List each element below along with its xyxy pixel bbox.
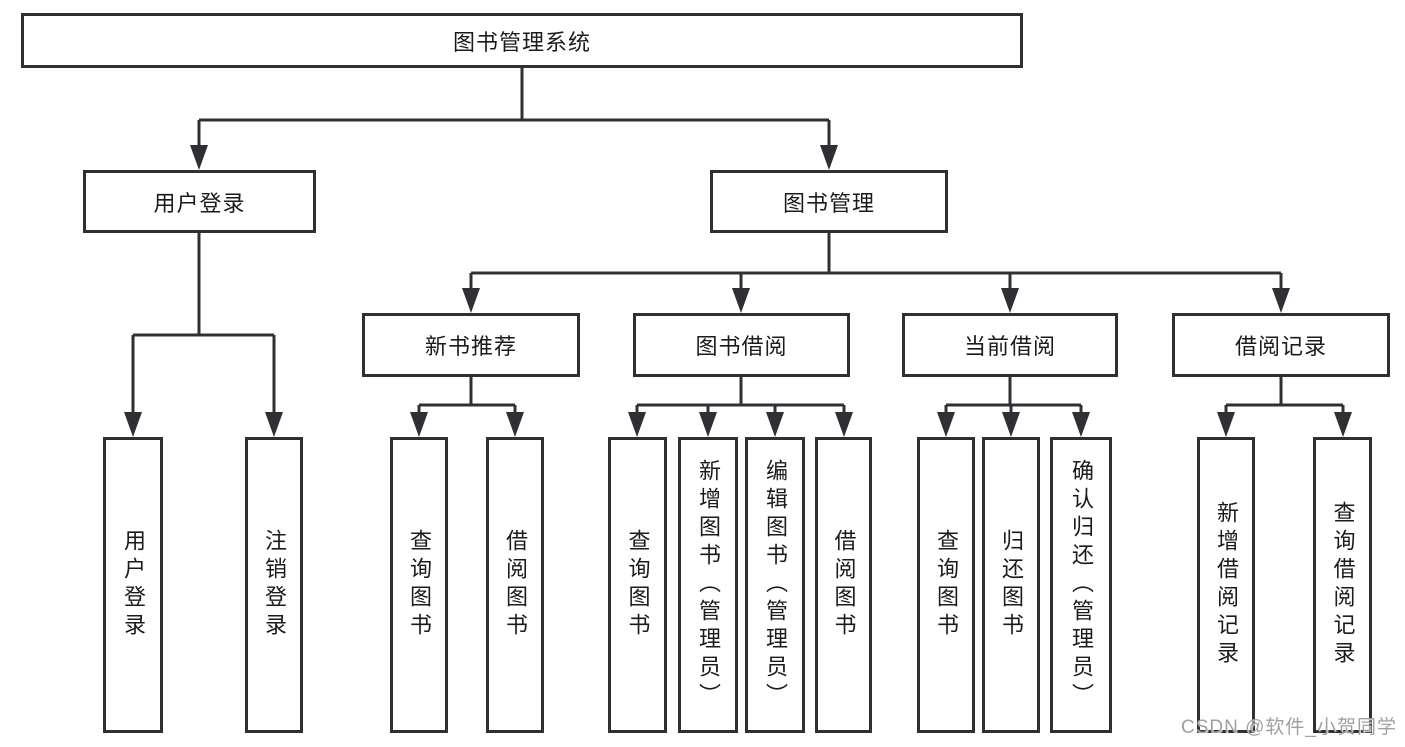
leaf-label: 新增借阅记录	[1214, 501, 1239, 669]
leaf-add-books-admin: 新增图书（管理员）	[678, 437, 738, 733]
csdn-watermark: CSDN @软件_小贺同学	[1181, 717, 1397, 738]
leaf-label: 用户登录	[121, 529, 146, 641]
leaf-label: 查询图书	[934, 529, 959, 641]
leaf-label: 查询图书	[407, 529, 432, 641]
leaf-label: 确认归还（管理员）	[1069, 459, 1094, 711]
node-book-borrow: 图书借阅	[633, 313, 850, 377]
leaf-label: 查询图书	[625, 529, 651, 641]
leaf-logout: 注销登录	[245, 437, 303, 733]
leaf-label: 新增图书（管理员）	[696, 459, 721, 711]
connector-user-login	[131, 233, 276, 419]
leaf-borrow-books-1: 借阅图书	[486, 437, 544, 733]
leaf-label: 借阅图书	[831, 529, 857, 641]
leaf-query-books-1: 查询图书	[390, 437, 448, 733]
leaf-query-borrow-record: 查询借阅记录	[1313, 437, 1372, 733]
connector-book-mgmt	[469, 233, 1283, 295]
connector-book-borrow	[635, 377, 846, 421]
leaf-label: 查询借阅记录	[1330, 501, 1356, 669]
leaf-return-books: 归还图书	[982, 437, 1040, 733]
leaf-query-books-2: 查询图书	[608, 437, 667, 733]
leaf-label: 借阅图书	[503, 529, 528, 641]
node-borrow-records: 借阅记录	[1172, 313, 1390, 377]
leaf-label: 归还图书	[999, 529, 1024, 641]
leaf-user-login: 用户登录	[103, 437, 163, 733]
leaf-label: 编辑图书（管理员）	[763, 459, 788, 711]
node-book-management: 图书管理	[710, 170, 948, 233]
leaf-add-borrow-record: 新增借阅记录	[1197, 437, 1255, 733]
arrowheads	[124, 145, 1352, 437]
connector-borrow-records	[1224, 377, 1345, 421]
leaf-confirm-return-admin: 确认归还（管理员）	[1050, 437, 1112, 733]
leaf-label: 注销登录	[262, 529, 287, 641]
leaf-query-books-3: 查询图书	[917, 437, 975, 733]
node-library-system: 图书管理系统	[21, 13, 1023, 68]
leaf-edit-books-admin: 编辑图书（管理员）	[745, 437, 805, 733]
node-current-borrow: 当前借阅	[902, 313, 1118, 377]
connector-new-books	[417, 377, 517, 421]
connector-root	[197, 68, 831, 152]
leaf-borrow-books-2: 借阅图书	[815, 437, 872, 733]
node-new-book-recommend: 新书推荐	[362, 313, 580, 377]
node-user-login: 用户登录	[83, 170, 316, 233]
